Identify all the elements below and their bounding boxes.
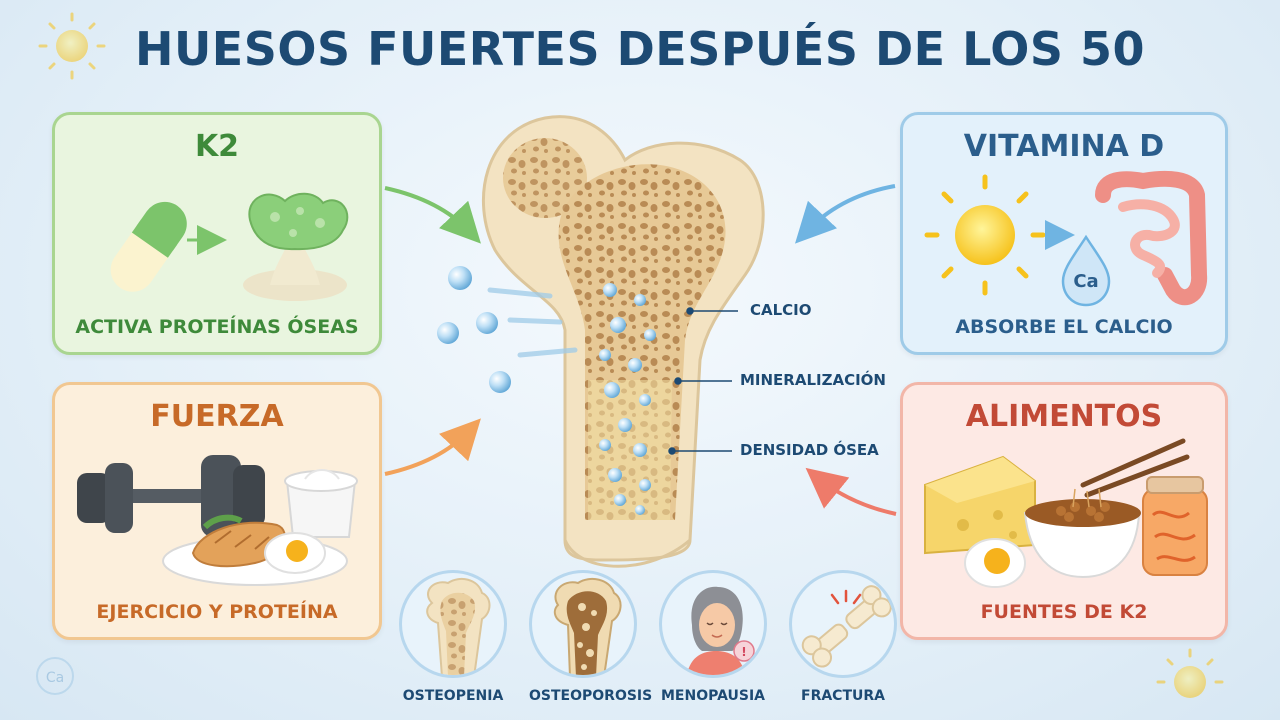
calcium-symbol: Ca: [1073, 271, 1099, 292]
panel-vitamin-d: VITAMINA D Ca ABSORBE EL CALCIO: [900, 112, 1228, 355]
condition-osteoporosis: OSTEOPOROSIS: [529, 688, 653, 704]
panel-k2-illustration: [110, 192, 349, 301]
panel-k2: K2 ACTIVA PROTEÍNAS ÓSEAS: [52, 112, 382, 355]
panel-vitamin-d-illustration: [924, 170, 1208, 307]
calcium-drop-icon: [1061, 234, 1111, 307]
condition-osteopenia: OSTEOPENIA: [402, 688, 504, 704]
condition-osteoporosis-image: [529, 570, 637, 678]
calcium-crystals: [599, 283, 656, 515]
panel-foods-title: ALIMENTOS: [965, 399, 1163, 434]
panel-foods-illustration: [924, 438, 1208, 588]
panel-strength: FUERZA EJERCICIO Y PROTEÍNA: [52, 382, 382, 640]
sun-icon: [1156, 648, 1224, 698]
intestine-icon: [1095, 170, 1208, 306]
egg-icon: [964, 538, 1026, 588]
condition-fracture: FRACTURA: [801, 688, 885, 704]
natto-bowl-icon: [1023, 438, 1190, 579]
panel-k2-title: K2: [194, 129, 240, 164]
calcium-bubble-decor: [36, 657, 74, 695]
panel-foods: ALIMENTOS FUENTES DE K2: [900, 382, 1228, 640]
panel-strength-title: FUERZA: [150, 399, 284, 434]
calcium-bubbles: [437, 266, 511, 393]
dumbbell-icon: [77, 455, 265, 537]
arrow-k2: [384, 186, 481, 244]
kimchi-jar-icon: [1142, 476, 1208, 576]
condition-menopause-image: !: [659, 570, 767, 678]
bone-protein-icon: [243, 192, 349, 301]
sun-icon: [924, 174, 1046, 296]
panel-k2-caption: ACTIVA PROTEÍNAS ÓSEAS: [75, 316, 359, 338]
capsule-icon: [110, 201, 187, 292]
condition-osteopenia-image: [399, 570, 507, 678]
egg-icon: [264, 532, 326, 574]
condition-menopause: MENOPAUSIA: [661, 688, 765, 704]
label-mineralization: MINERALIZACIÓN: [740, 371, 886, 389]
label-pointers: [668, 307, 738, 455]
condition-fracture-image: [789, 570, 897, 678]
label-bone-density: DENSIDAD ÓSEA: [740, 441, 879, 459]
woman-icon: !: [686, 586, 755, 675]
bone-cross-section: [481, 115, 765, 568]
calcium-symbol-decor: Ca: [46, 670, 64, 686]
panel-foods-caption: FUENTES DE K2: [980, 601, 1148, 623]
chicken-plate-icon: [162, 514, 348, 586]
sun-icon: [38, 12, 106, 80]
calcium-flow: [487, 287, 578, 358]
arrow-strength: [384, 418, 481, 476]
broken-bone-icon: [801, 585, 892, 668]
yogurt-icon: [284, 469, 358, 538]
svg-text:!: !: [741, 645, 746, 659]
page-title: HUESOS FUERTES DESPUÉS DE LOS 50: [134, 22, 1146, 76]
panel-vitamin-d-caption: ABSORBE EL CALCIO: [955, 316, 1173, 338]
cheese-icon: [924, 455, 1036, 555]
arrow-vitamin-d: [795, 184, 896, 244]
panel-strength-illustration: [77, 455, 358, 586]
panel-vitamin-d-title: VITAMINA D: [963, 129, 1165, 164]
arrow-foods: [805, 467, 897, 516]
label-calcium: CALCIO: [750, 301, 812, 319]
panel-strength-caption: EJERCICIO Y PROTEÍNA: [96, 601, 338, 623]
